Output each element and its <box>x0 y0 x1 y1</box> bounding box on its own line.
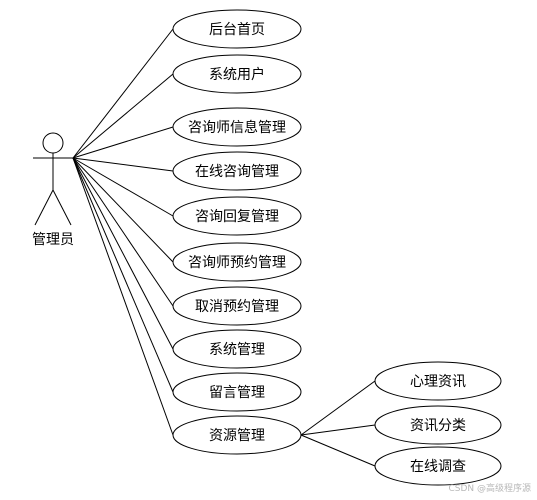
use-case-ellipse <box>172 107 302 147</box>
actor-association-line <box>72 157 174 436</box>
use-case-node: 咨询回复管理 <box>172 196 302 236</box>
sub-use-case-label: 资讯分类 <box>410 418 466 434</box>
use-case-node: 留言管理 <box>172 372 302 412</box>
use-case-ellipse <box>172 286 302 326</box>
use-case-label: 系统管理 <box>209 342 265 358</box>
use-case-ellipse <box>172 415 302 455</box>
use-case-label: 后台首页 <box>209 22 265 38</box>
actor-association-line <box>72 157 174 350</box>
use-case-label: 资源管理 <box>209 428 265 444</box>
actor-association-line <box>72 157 174 217</box>
use-case-node: 系统管理 <box>172 329 302 369</box>
use-case-label: 在线咨询管理 <box>195 164 279 180</box>
use-case-ellipse <box>172 54 302 94</box>
sub-association-line <box>300 434 376 467</box>
use-case-nodes: 后台首页系统用户咨询师信息管理在线咨询管理咨询回复管理咨询师预约管理取消预约管理… <box>172 9 302 455</box>
use-case-label: 取消预约管理 <box>195 299 279 315</box>
use-case-node: 后台首页 <box>172 9 302 49</box>
watermark: CSDN @高级程序源 <box>448 484 531 494</box>
sub-use-case-node: 心理资讯 <box>374 361 502 401</box>
use-case-label: 系统用户 <box>209 66 265 83</box>
actor-association-line <box>72 157 174 393</box>
actor-association-line <box>72 157 174 172</box>
use-case-label: 留言管理 <box>209 385 265 401</box>
use-case-ellipse <box>172 9 302 49</box>
use-case-ellipse <box>172 151 302 191</box>
use-case-node: 系统用户 <box>172 54 302 94</box>
use-case-label: 咨询师预约管理 <box>188 255 286 271</box>
use-case-node: 咨询师预约管理 <box>172 242 302 282</box>
use-case-label: 咨询回复管理 <box>195 208 279 225</box>
actor-figure: 管理员 <box>32 132 74 248</box>
sub-use-case-ellipse <box>374 361 502 401</box>
actor-label: 管理员 <box>32 232 74 248</box>
sub-association-line <box>300 380 376 436</box>
use-case-label: 咨询师信息管理 <box>188 119 286 136</box>
sub-association-line <box>300 424 376 436</box>
use-case-ellipse <box>172 242 302 282</box>
sub-use-case-ellipse <box>374 446 502 486</box>
sub-use-case-ellipse <box>374 405 502 445</box>
actor-association-line <box>72 126 174 159</box>
sub-use-case-node: 资讯分类 <box>374 405 502 445</box>
sub-use-case-label: 在线调查 <box>410 459 466 475</box>
use-case-ellipse <box>172 329 302 369</box>
association-lines <box>72 28 376 467</box>
sub-use-case-node: 在线调查 <box>374 446 502 486</box>
actor-association-line <box>72 157 174 307</box>
use-case-node: 资源管理 <box>172 415 302 455</box>
sub-use-case-label: 心理资讯 <box>410 374 466 390</box>
use-case-node: 取消预约管理 <box>172 286 302 326</box>
use-case-ellipse <box>172 372 302 412</box>
actor-association-line <box>72 28 174 159</box>
use-case-ellipse <box>172 196 302 236</box>
actor-association-line <box>72 73 174 159</box>
actor-association-line <box>72 157 174 263</box>
use-case-node: 在线咨询管理 <box>172 151 302 191</box>
use-case-node: 咨询师信息管理 <box>172 107 302 147</box>
